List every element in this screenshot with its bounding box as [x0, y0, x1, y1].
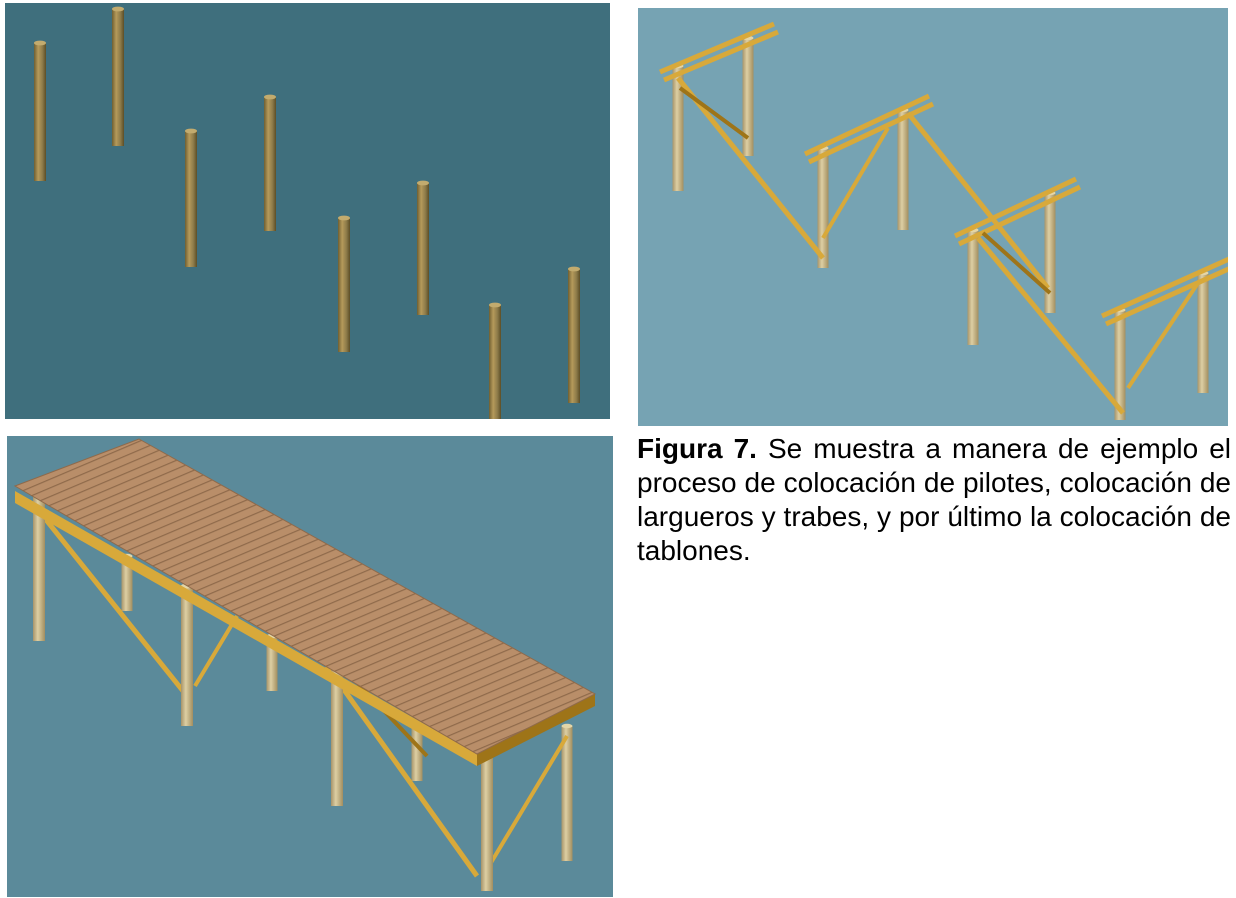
- beam: [957, 184, 1082, 247]
- beam: [33, 504, 189, 698]
- figure-label: Figura 7.: [637, 433, 757, 464]
- pile-top: [34, 40, 46, 46]
- beam: [1100, 256, 1228, 319]
- pile: [185, 131, 197, 267]
- beam: [676, 76, 825, 260]
- deck-edge-beam: [15, 491, 477, 766]
- pile-top: [185, 128, 197, 134]
- pile-top: [112, 6, 124, 12]
- pile-top: [489, 302, 501, 308]
- beam: [906, 111, 1050, 290]
- pile: [34, 43, 46, 181]
- beam: [1126, 281, 1200, 390]
- beam: [981, 231, 1052, 295]
- pile: [181, 586, 193, 726]
- pile: [568, 269, 580, 403]
- beam: [487, 734, 569, 868]
- pile: [121, 556, 133, 611]
- beam: [1104, 266, 1228, 327]
- pile: [489, 305, 501, 419]
- pile-top: [568, 266, 580, 272]
- piles-illustration: [5, 3, 610, 419]
- pile: [331, 666, 343, 806]
- pile: [742, 38, 754, 156]
- pile: [561, 726, 573, 861]
- deck-illustration: [7, 436, 613, 897]
- beam: [976, 236, 1125, 415]
- deck-render: [7, 436, 613, 897]
- pile: [1114, 310, 1126, 420]
- piles-render: [5, 3, 610, 419]
- figure-caption: Figura 7. Se muestra a manera de ejemplo…: [637, 432, 1231, 568]
- pile: [411, 726, 423, 781]
- beam: [803, 93, 931, 157]
- pile: [1044, 193, 1056, 313]
- pile: [967, 230, 979, 345]
- pile: [1197, 273, 1209, 393]
- figure-text: Se muestra a manera de ejemplo el proces…: [637, 433, 1231, 566]
- deck-surface: [13, 438, 597, 755]
- pile-top: [338, 215, 350, 221]
- frames-render: [638, 8, 1228, 426]
- pile: [817, 148, 829, 268]
- pile: [33, 496, 45, 641]
- pile: [672, 66, 684, 191]
- beam: [324, 664, 480, 878]
- beam: [821, 126, 890, 240]
- pile: [481, 746, 493, 891]
- deck-end-beam: [477, 694, 595, 766]
- beam: [663, 29, 779, 83]
- pile: [112, 9, 124, 146]
- pile-top: [561, 723, 573, 729]
- pile: [264, 97, 276, 231]
- beam: [193, 614, 239, 688]
- beam: [953, 176, 1078, 239]
- pile: [897, 110, 909, 230]
- beam: [807, 101, 935, 165]
- pile-top: [264, 94, 276, 100]
- beam: [659, 21, 775, 75]
- frames-illustration: [638, 8, 1228, 426]
- pile: [338, 218, 350, 352]
- pile: [417, 183, 429, 315]
- beam: [678, 86, 750, 140]
- pile: [266, 636, 278, 691]
- pile-top: [417, 180, 429, 186]
